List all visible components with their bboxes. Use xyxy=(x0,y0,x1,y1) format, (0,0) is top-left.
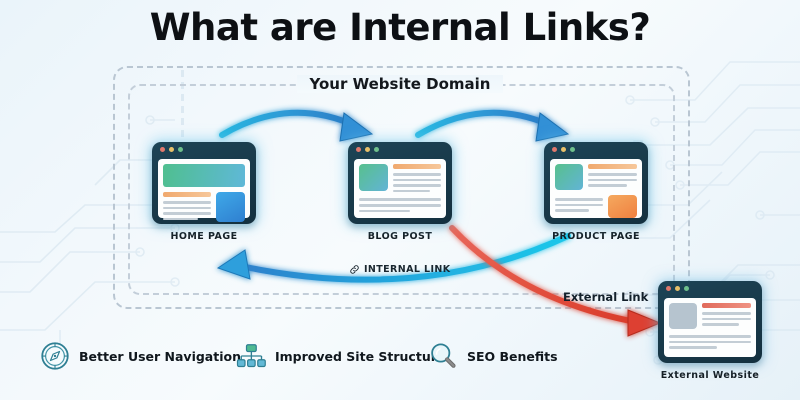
compass-icon xyxy=(41,342,69,370)
feature-better-user-navigation[interactable]: Better User Navigation xyxy=(40,338,241,374)
browser-titlebar xyxy=(152,142,256,157)
arrow-blog-to-product xyxy=(415,109,570,142)
page-content xyxy=(158,159,250,222)
internal-link-label: INTERNAL LINK xyxy=(349,264,451,275)
magnifier-icon xyxy=(431,343,456,368)
page-content xyxy=(354,159,446,218)
arrow-product-to-home-internal xyxy=(216,233,571,283)
domain-label-text: Your Website Domain xyxy=(296,75,504,93)
text-column xyxy=(588,164,637,190)
card-label: PRODUCT PAGE xyxy=(552,231,640,242)
page-content xyxy=(664,298,756,357)
close-dot-icon xyxy=(666,286,671,291)
close-dot-icon xyxy=(160,147,165,152)
chain-link-icon xyxy=(350,265,359,274)
browser-frame xyxy=(348,142,452,224)
thumbnail-block xyxy=(555,164,583,190)
text-column-lower xyxy=(555,195,603,218)
thumbnail-block xyxy=(359,164,388,191)
feature-seo-benefits[interactable]: SEO Benefits xyxy=(428,338,558,374)
accent-bar xyxy=(393,164,441,169)
domain-label: Your Website Domain xyxy=(0,75,800,93)
external-link-label: External Link xyxy=(563,290,649,304)
maximize-dot-icon xyxy=(684,286,689,291)
internal-link-text: INTERNAL LINK xyxy=(364,264,451,275)
arrow-home-to-blog xyxy=(219,109,374,142)
card-product-page[interactable]: PRODUCT PAGE xyxy=(544,142,648,242)
close-dot-icon xyxy=(552,147,557,152)
text-column xyxy=(163,192,211,222)
feature-improved-site-structure[interactable]: Improved Site Structure xyxy=(236,338,445,374)
accent-bar xyxy=(702,303,751,308)
text-column xyxy=(393,164,441,193)
maximize-dot-icon xyxy=(178,147,183,152)
browser-frame xyxy=(544,142,648,224)
card-label: BLOG POST xyxy=(367,231,433,242)
card-home-page[interactable]: HOME PAGE xyxy=(152,142,256,242)
media-block xyxy=(216,192,245,222)
card-external-website[interactable]: External Website xyxy=(658,281,762,381)
page-title: What are Internal Links? xyxy=(149,6,651,49)
product-media-block xyxy=(608,195,637,218)
close-dot-icon xyxy=(356,147,361,152)
card-label: External Website xyxy=(660,370,760,381)
features-row: Better User Navigation Improved Site Str… xyxy=(40,338,570,374)
maximize-dot-icon xyxy=(374,147,379,152)
page-content xyxy=(550,159,642,218)
browser-titlebar xyxy=(544,142,648,157)
feature-label: Better User Navigation xyxy=(79,348,241,364)
accent-bar xyxy=(588,164,637,169)
minimize-dot-icon xyxy=(169,147,174,152)
card-blog-post[interactable]: BLOG POST xyxy=(348,142,452,242)
browser-titlebar xyxy=(348,142,452,157)
browser-frame xyxy=(152,142,256,224)
domain-boundary-outer xyxy=(113,66,690,309)
card-label: HOME PAGE xyxy=(170,231,238,242)
minimize-dot-icon xyxy=(561,147,566,152)
sitemap-icon xyxy=(236,344,266,368)
hero-block xyxy=(163,164,245,187)
arrow-blog-to-external xyxy=(449,225,662,337)
browser-frame xyxy=(658,281,762,363)
feature-label: SEO Benefits xyxy=(467,348,558,364)
minimize-dot-icon xyxy=(675,286,680,291)
maximize-dot-icon xyxy=(570,147,575,152)
browser-titlebar xyxy=(658,281,762,296)
text-column xyxy=(702,303,751,329)
accent-bar xyxy=(163,192,211,197)
thumbnail-block xyxy=(669,303,697,329)
minimize-dot-icon xyxy=(365,147,370,152)
feature-label: Improved Site Structure xyxy=(275,348,446,364)
